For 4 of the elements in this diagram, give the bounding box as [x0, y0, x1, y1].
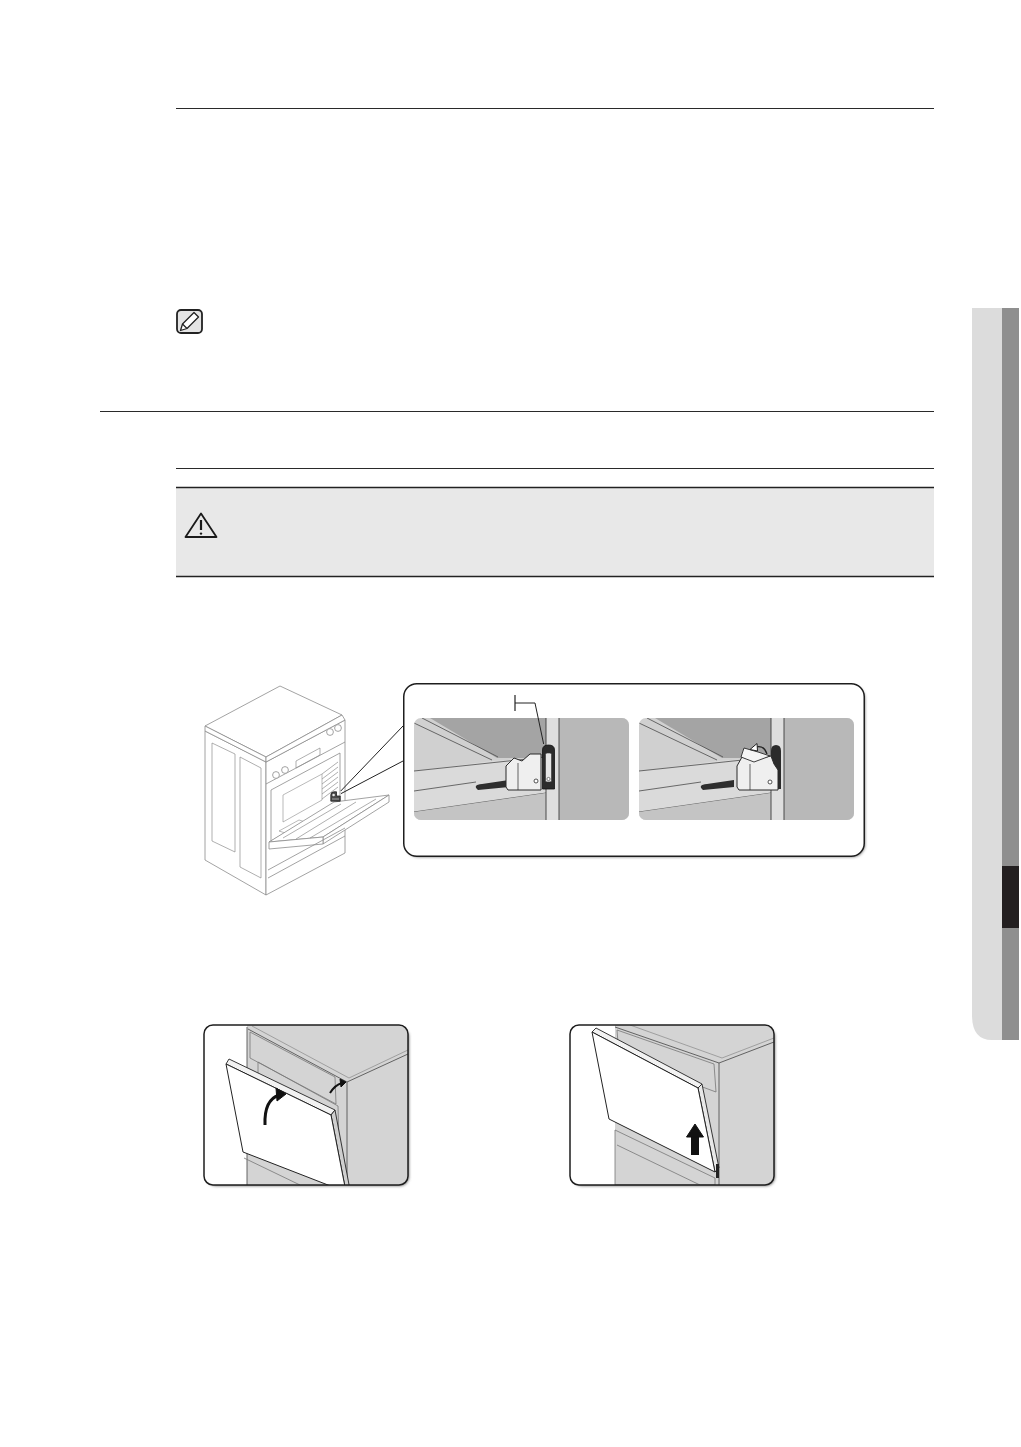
magnified-callout [403, 683, 865, 857]
leader-line [514, 694, 545, 745]
door-hinge [330, 791, 341, 802]
hinge-lock [541, 744, 556, 790]
